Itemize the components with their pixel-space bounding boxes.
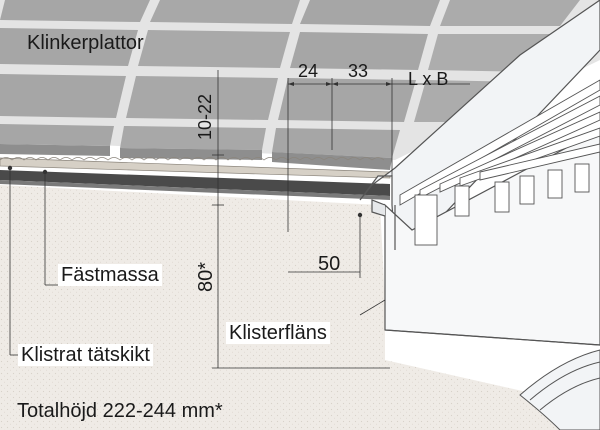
adhesive-bed <box>0 157 391 179</box>
dimension-33: 33 <box>348 61 369 81</box>
dimension-10-22: 10-22 <box>195 93 215 140</box>
dimension-50: 50 <box>318 253 341 275</box>
dimension-ticks <box>7 82 392 218</box>
tiles-label: Klinkerplattor <box>27 32 144 54</box>
flange-label: Klisterfläns <box>226 322 330 344</box>
dimension-24: 24 <box>298 61 319 81</box>
drain-bowl <box>519 349 600 430</box>
grating <box>399 79 600 246</box>
concrete-substrate <box>0 185 600 430</box>
dimension-80: 80* <box>195 261 217 292</box>
adhesive-label: Fästmassa <box>58 264 162 286</box>
dimension-lxb: L x B <box>408 69 449 89</box>
membrane-layer <box>0 170 390 196</box>
total-height-label: Totalhöjd 222-244 mm* <box>17 400 223 422</box>
dimension-lines <box>9 70 470 369</box>
membrane-label: Klistrat tätskikt <box>18 344 153 366</box>
